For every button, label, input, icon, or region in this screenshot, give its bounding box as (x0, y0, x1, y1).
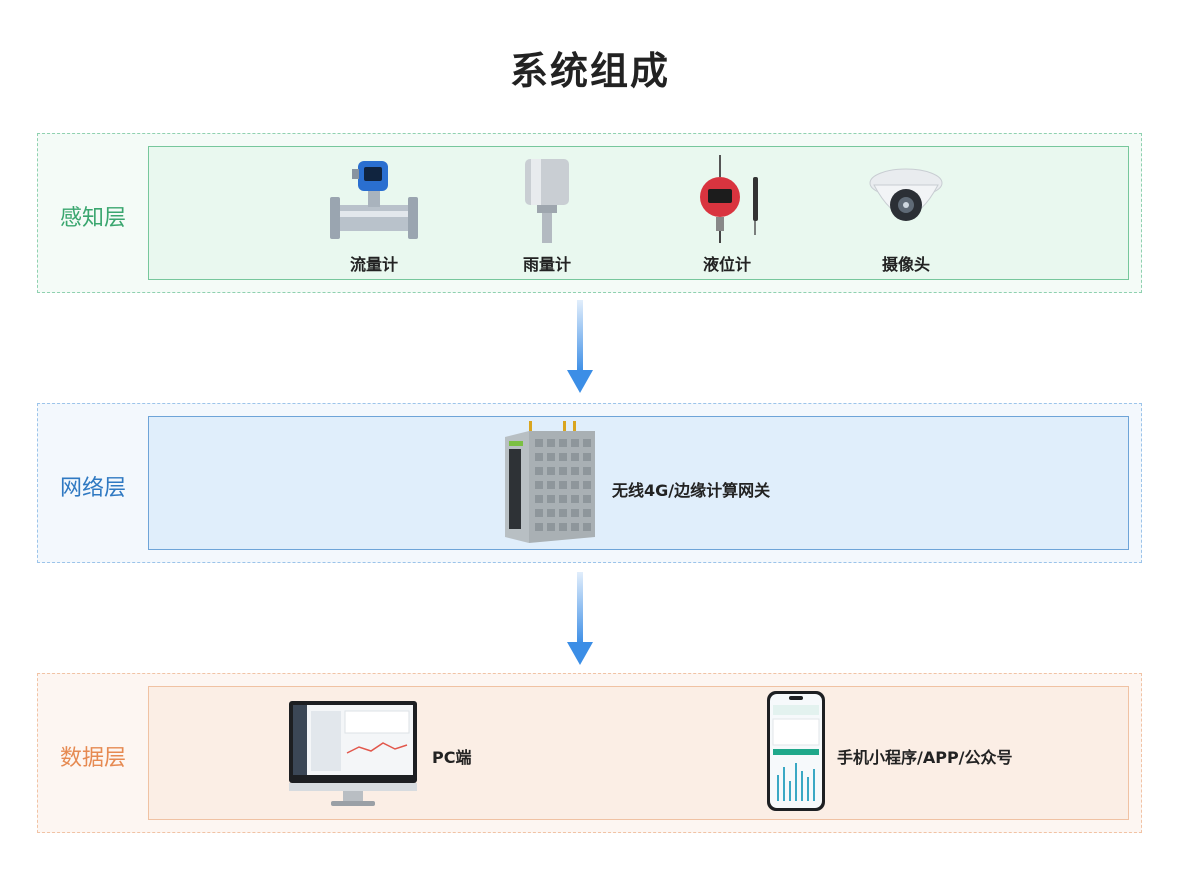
mobile-phone-icon (767, 691, 825, 811)
pc-monitor-icon (289, 701, 417, 806)
arrow-down-icon (567, 572, 593, 665)
device-label: 液位计 (702, 255, 751, 274)
device-rain-gauge: 雨量计 (487, 155, 607, 275)
sensing-layer-panel: 流量计 雨量计 (148, 146, 1129, 280)
network-layer-panel: 无线4G/边缘计算网关 (148, 416, 1129, 550)
rain-gauge-icon (525, 159, 569, 243)
gateway-label: 无线4G/边缘计算网关 (612, 481, 771, 500)
sensing-layer: 感知层 流量计 (37, 133, 1142, 293)
device-label: 摄像头 (881, 255, 930, 274)
data-layer-name: 数据层 (59, 746, 126, 771)
device-level-meter: 液位计 (667, 155, 787, 275)
device-label: 雨量计 (522, 255, 571, 274)
network-layer: 网络层 无线4G/边缘计算网关 (37, 403, 1142, 563)
sensing-layer-name: 感知层 (59, 206, 126, 231)
device-label: 流量计 (349, 255, 398, 274)
camera-icon (869, 168, 943, 221)
arrow-down-icon (567, 300, 593, 393)
pc-label: PC端 (432, 748, 472, 767)
mobile-label: 手机小程序/APP/公众号 (837, 748, 1013, 767)
device-flowmeter: 流量计 (314, 155, 434, 275)
device-camera: 摄像头 (846, 155, 966, 275)
flowmeter-icon (330, 161, 418, 239)
network-layer-name: 网络层 (59, 476, 126, 501)
data-layer: 数据层 PC端 手机小程序/APP/公众号 (37, 673, 1142, 833)
level-meter-icon (700, 155, 758, 243)
data-layer-panel: PC端 手机小程序/APP/公众号 (148, 686, 1129, 820)
page-title: 系统组成 (509, 49, 670, 93)
gateway-icon (505, 421, 595, 543)
